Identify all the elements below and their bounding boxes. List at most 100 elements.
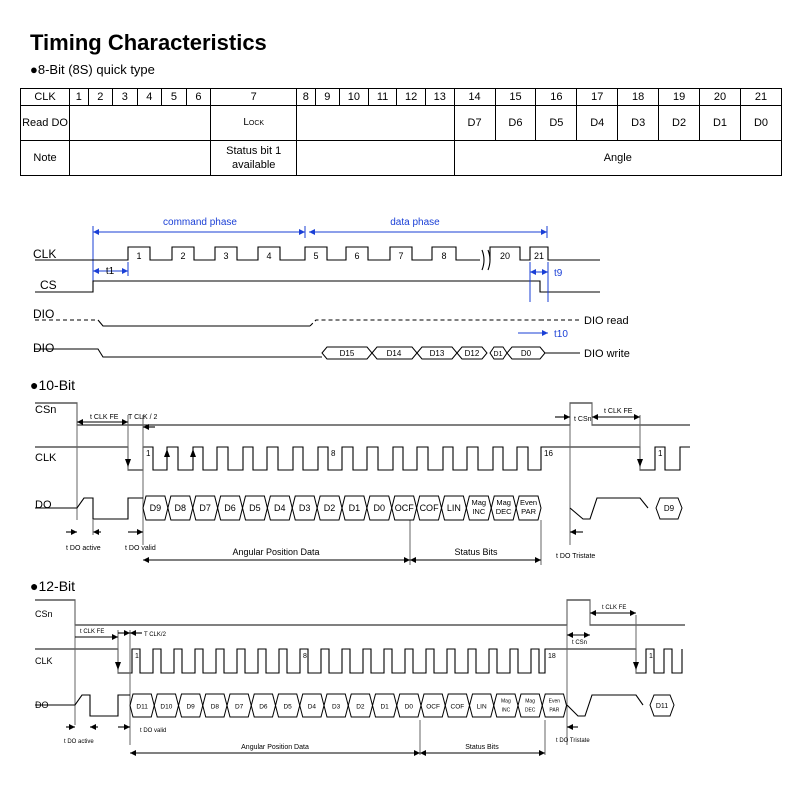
- signal-label-csn: CSn: [35, 609, 53, 619]
- do-bit-label: D6: [259, 704, 268, 711]
- t-do-active-label: t DO active: [64, 739, 94, 745]
- table-cell-bit: D2: [658, 105, 701, 141]
- bus-label: D0: [521, 349, 532, 358]
- page-title: Timing Characteristics: [30, 30, 267, 55]
- section-10bit-heading: ●10-Bit: [30, 377, 76, 393]
- do-bit-label: PAR: [549, 708, 559, 714]
- angular-position-label: Angular Position Data: [232, 547, 319, 557]
- do-bit-label: D4: [308, 704, 317, 711]
- table-cell: 16: [535, 88, 578, 106]
- table-cell-bit: D1: [699, 105, 741, 141]
- table-cell-bit: D3: [617, 105, 660, 141]
- do-bit-label: D9: [186, 704, 195, 711]
- do-tail-bit: D9: [664, 504, 675, 513]
- do-bit-label: D3: [332, 704, 341, 711]
- do-bit-label: OCF: [426, 704, 440, 711]
- do-bit-cell: [493, 693, 519, 718]
- t-do-tristate-label: t DO Tristate: [556, 738, 590, 744]
- table-cell: 2: [87, 88, 114, 106]
- table-cell: 19: [658, 88, 701, 106]
- t10-label: t10: [554, 329, 568, 340]
- table-cell: 12: [396, 88, 426, 106]
- timing-diagram-10bit: CSn CLK DO 1 8 16 1 t CLK FE T CLK / 2 t…: [35, 402, 690, 565]
- table-cell: 20: [699, 88, 741, 106]
- do-bit-label: D10: [160, 704, 172, 711]
- signal-label-cs: CS: [40, 278, 57, 292]
- table-cell: 6: [185, 88, 212, 106]
- do-bit-label: D11: [136, 704, 148, 711]
- table-cell: 21: [739, 88, 783, 106]
- bus-label: D12: [465, 349, 480, 358]
- do-bit-label: D0: [374, 503, 386, 513]
- do-bit-label: D2: [324, 503, 336, 513]
- do-bit-label: D7: [235, 704, 244, 711]
- do-bit-label: D1: [349, 503, 361, 513]
- table-row-note: Note Status bit 1 available Angle: [19, 140, 783, 176]
- table-cell-empty: [69, 140, 212, 176]
- bus-label: D15: [340, 349, 355, 358]
- signal-label-clk: CLK: [35, 656, 53, 666]
- do-bit-label: D4: [274, 503, 286, 513]
- t-csn-label: t CSn: [574, 416, 592, 423]
- table-cell-empty: [296, 140, 455, 176]
- do-bit-cell: [515, 495, 542, 521]
- do-bit-label: D8: [211, 704, 220, 711]
- table-cell-read-label: Read DO: [19, 105, 71, 141]
- t-clk-half-label: T CLK/2: [144, 632, 167, 638]
- clk-pulse-label: 5: [313, 251, 318, 261]
- clk-pulse-label: 21: [534, 251, 544, 261]
- timing-table: CLK 1 2 3 4 5 6 7 8 9 10 11 12 13 14 15 …: [19, 88, 783, 176]
- signal-label-clk: CLK: [35, 452, 57, 464]
- signal-label-clk: CLK: [33, 247, 56, 261]
- do-bit-label: Even: [549, 699, 561, 705]
- table-cell-bit: D6: [494, 105, 537, 141]
- bus-label: D13: [430, 349, 445, 358]
- do-bit-label: LIN: [447, 503, 461, 513]
- do-bit-label: Mag: [525, 699, 535, 705]
- do-bit-label: D6: [224, 503, 236, 513]
- clk-pulse-label: 1: [136, 251, 141, 261]
- clk-pulse-label: 6: [354, 251, 359, 261]
- t-clk-half-label: T CLK / 2: [128, 414, 158, 421]
- clk-pulse-label: 2: [180, 251, 185, 261]
- table-row-clk: CLK 1 2 3 4 5 6 7 8 9 10 11 12 13 14 15 …: [19, 88, 783, 106]
- table-cell: 7: [210, 88, 298, 106]
- timing-diagram-12bit: CSn CLK DO 1 8 18 1 t CLK FE T CLK/2 t C…: [35, 599, 685, 756]
- table-cell: 1: [69, 88, 89, 106]
- clk-pulse-label: 20: [500, 251, 510, 261]
- table-cell: 13: [424, 88, 455, 106]
- t-do-valid-label: t DO valid: [125, 545, 156, 552]
- status-bits-label: Status Bits: [454, 547, 498, 557]
- table-cell-empty: [69, 105, 212, 141]
- t9-label: t9: [554, 268, 563, 279]
- clk-pulse-label: 8: [441, 251, 446, 261]
- do-bit-label: D5: [249, 503, 261, 513]
- section-8bit-heading: ●8-Bit (8S) quick type: [30, 62, 155, 77]
- do-bit-label: INC: [502, 708, 511, 714]
- clk-pulse-label: 4: [266, 251, 271, 261]
- do-bit-cell: [517, 693, 543, 718]
- table-cell: CLK: [19, 88, 71, 106]
- t-clk-fe-right-label: t CLK FE: [604, 408, 633, 415]
- table-cell-bit: D0: [739, 105, 783, 141]
- clk-mark: 1: [135, 653, 139, 660]
- dio-write-label: DIO write: [584, 348, 630, 360]
- do-bit-label: COF: [420, 503, 440, 513]
- table-cell: 17: [576, 88, 619, 106]
- clk-mark: 16: [544, 449, 553, 458]
- t1-label: t1: [106, 266, 115, 277]
- table-cell: 11: [367, 88, 398, 106]
- table-cell-bit: D4: [576, 105, 619, 141]
- t-csn-label: t CSn: [572, 640, 587, 646]
- signal-label-dio-write: DIO: [33, 341, 54, 355]
- clk-mark: 1: [658, 449, 663, 458]
- table-cell-status-note: Status bit 1 available: [210, 140, 298, 176]
- signal-label-do: DO: [35, 499, 52, 511]
- do-bit-label: D0: [405, 704, 414, 711]
- table-cell-note-label: Note: [19, 140, 71, 176]
- section-12bit-heading: ●12-Bit: [30, 578, 76, 594]
- signal-label-dio-read: DIO: [33, 307, 54, 321]
- do-bit-cell: [541, 693, 568, 718]
- table-cell: 14: [453, 88, 496, 106]
